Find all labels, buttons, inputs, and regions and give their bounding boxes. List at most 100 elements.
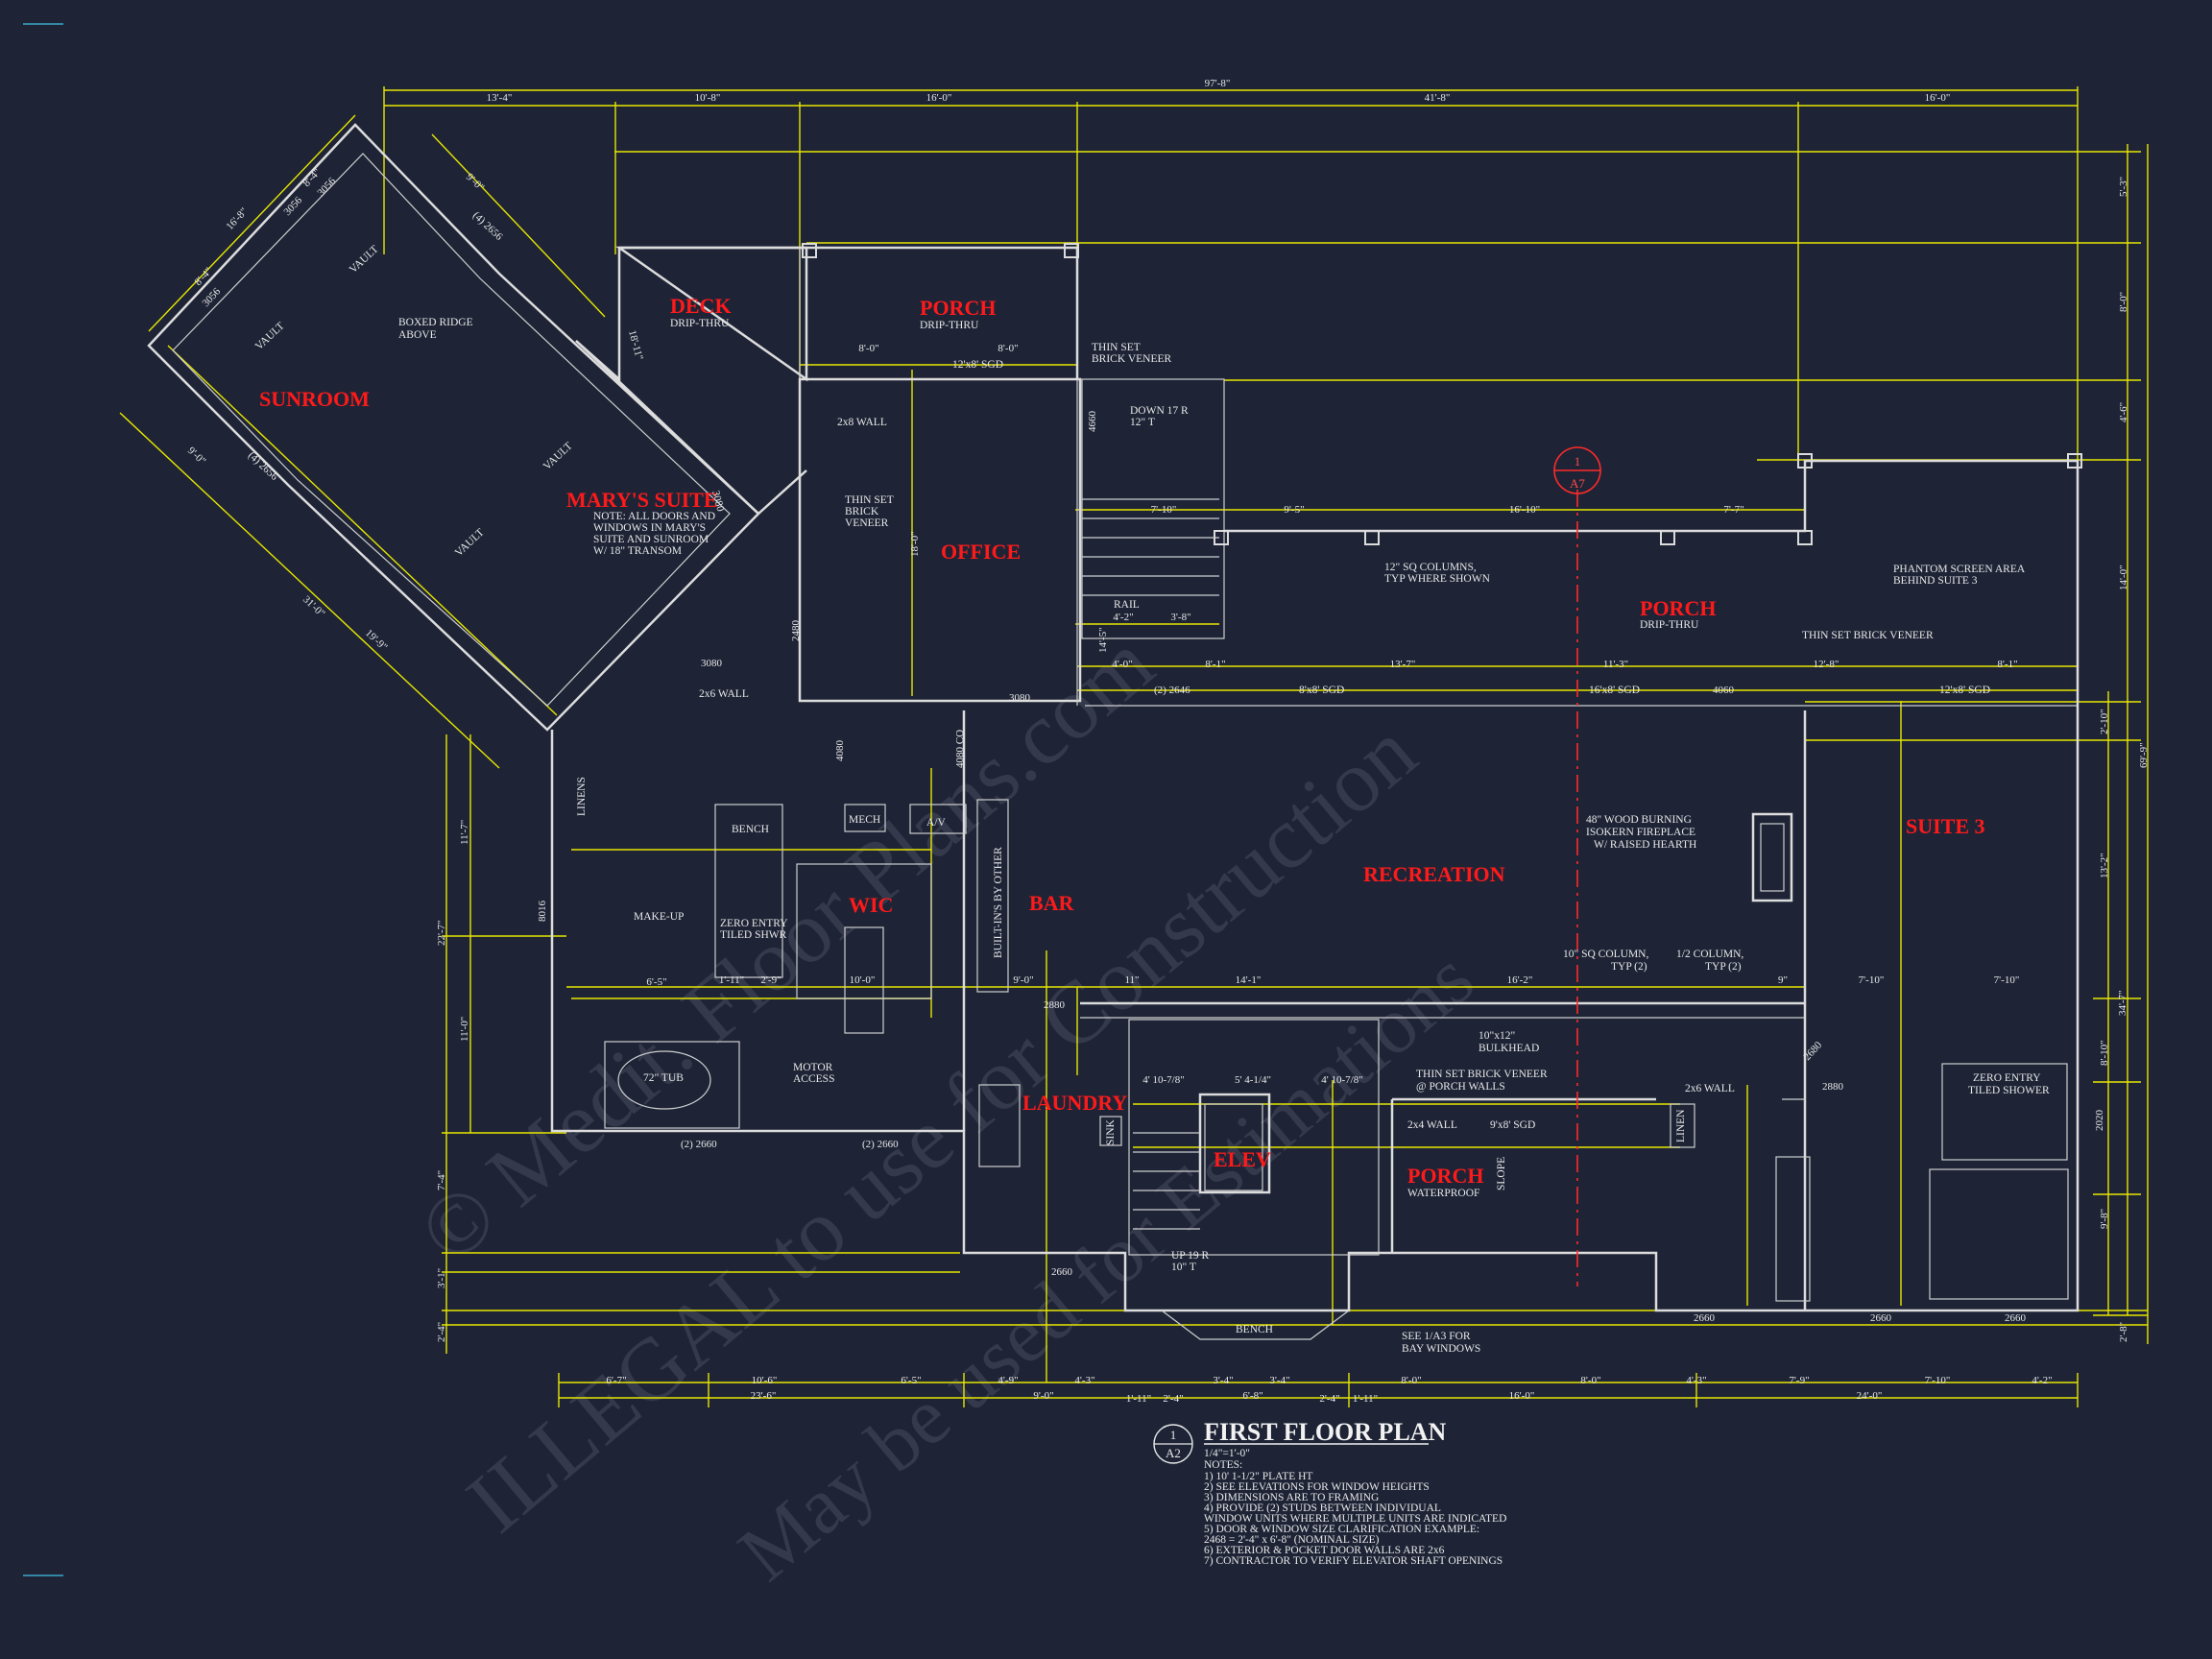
note-5: 5) DOOR & WINDOW SIZE CLARIFICATION EXAM… (1204, 1524, 1479, 1535)
room-marys-suite: MARY'S SUITE (566, 488, 718, 512)
stair-up-risers: UP 19 R (1171, 1250, 1210, 1262)
thin-set-top-1: THIN SET (1092, 342, 1141, 353)
porch-top-subtitle: DRIP-THRU (920, 320, 979, 331)
section-ref-number: 1 (1575, 454, 1581, 469)
tag-w4660: 4660 (1087, 411, 1098, 433)
dim-bottom-15: 7'-10" (1925, 1375, 1951, 1386)
column-10in-2: TYP (2) (1611, 961, 1647, 973)
dim-left-0: 11'-7" (459, 820, 470, 845)
zero-entry-shwr-1: ZERO ENTRY (720, 918, 788, 929)
dim-left-3: 7'-4" (436, 1170, 447, 1190)
dim-rec-5: 7'-10" (1994, 974, 2020, 986)
sgd-12x8-right: 12'x8' SGD (1939, 685, 1990, 696)
sgd-8x8: 8'x8' SGD (1299, 685, 1344, 696)
dim-elev-1: 5' 4-1/4" (1235, 1074, 1271, 1086)
dim-bottom-7: 3'-4" (1213, 1375, 1233, 1386)
dim-right-6: 8'-10" (2099, 1040, 2110, 1066)
tag-w2880b: 2880 (1822, 1081, 1844, 1093)
dim-right-8: 2'-8" (2118, 1322, 2129, 1342)
dim-wic-2: 2'-9" (760, 974, 781, 986)
dim-sunroom-0: 16'-8" (224, 205, 250, 232)
dim-sunroom-4: 31'-0" (301, 593, 327, 619)
stair-down-risers: DOWN 17 R (1130, 405, 1189, 417)
tag-w4080co: 4080 CO (954, 730, 966, 768)
dimension-lines (119, 86, 2149, 1407)
room-office: OFFICE (941, 540, 1021, 564)
note-4: 4) PROVIDE (2) STUDS BETWEEN INDIVIDUAL (1204, 1503, 1441, 1514)
tag-w2660e: 2660 (1870, 1312, 1892, 1324)
tag-w2646: (2) 2646 (1154, 685, 1190, 696)
dim-porch-r2-2: 13'-7" (1390, 659, 1416, 670)
dim-bottom2-0: 23'-6" (751, 1390, 777, 1402)
thin-set-top-2: BRICK VENEER (1092, 353, 1171, 365)
see-bay-2: BAY WINDOWS (1402, 1343, 1480, 1355)
marys-note-4: W/ 18" TRANSOM (593, 545, 682, 557)
dim-bottom-5: 1'-11" (1126, 1393, 1151, 1405)
tag-w2660b: (2) 2660 (862, 1139, 899, 1150)
dim-bottom-6: 2'-4" (1163, 1393, 1183, 1405)
linen-label: LINEN (1675, 1109, 1687, 1142)
dim-left-1: 22'-7" (436, 920, 447, 946)
boxed-ridge-1: BOXED RIDGE (398, 317, 473, 328)
tag-w2656: (4) 2656 (470, 209, 505, 243)
note-3: 3) DIMENSIONS ARE TO FRAMING (1204, 1492, 1379, 1503)
note-1: 1) 10' 1-1/2" PLATE HT (1204, 1471, 1312, 1482)
see-bay-1: SEE 1/A3 FOR (1402, 1331, 1471, 1342)
room-wic: WIC (849, 893, 893, 917)
tag-w3080b: 3080 (701, 658, 723, 669)
sheet-ref-sheet: A2 (1166, 1446, 1181, 1460)
note-6: 6) EXTERIOR & POCKET DOOR WALLS ARE 2x6 (1204, 1545, 1445, 1556)
dim-sunroom-5: 19'-9" (363, 627, 390, 653)
thin-brick-right: THIN SET BRICK VENEER (1802, 630, 1934, 641)
dim-sunroom-3: 9'-0" (185, 445, 208, 467)
column-half-1: 1/2 COLUMN, (1676, 949, 1743, 960)
stair-up-tread: 10" T (1171, 1262, 1196, 1273)
room-suite3: SUITE 3 (1906, 814, 1985, 838)
tag-w4060: 4060 (1713, 685, 1735, 696)
room-recreation: RECREATION (1363, 862, 1505, 886)
room-laundry: LAUNDRY (1022, 1091, 1127, 1115)
vault-3: VAULT (453, 527, 487, 560)
dim-porch-r2-0: 4'-0" (1112, 659, 1132, 670)
dim-rec-2: 16'-2" (1507, 974, 1533, 986)
dim-right-5: 13'-2" (2099, 853, 2110, 878)
dim-bottom-9: 2'-4" (1319, 1393, 1339, 1405)
bay-bench: BENCH (1236, 1324, 1273, 1335)
dim-bottom2-1: 9'-0" (1033, 1390, 1053, 1402)
dim-bottom-8: 3'-4" (1269, 1375, 1289, 1386)
dim-bottom-4: 4'-3" (1074, 1375, 1094, 1386)
fireplace-1: 48" WOOD BURNING (1586, 814, 1692, 826)
dim-right-7: 9'-8" (2099, 1209, 2110, 1229)
zero-entry-shwr-2: TILED SHWR (720, 929, 787, 941)
room-sunroom: SUNROOM (259, 387, 370, 411)
dim-wic-0: 6'-5" (646, 976, 666, 988)
wall-2x4: 2x4 WALL (1407, 1119, 1457, 1131)
tag-w8016: 8016 (537, 901, 548, 923)
dim-right-0: 5'-3" (2118, 177, 2129, 197)
column-half-2: TYP (2) (1705, 961, 1742, 973)
dim-top-4: 16'-0" (1925, 92, 1951, 104)
dim-porch-r2-4: 12'-8" (1814, 659, 1839, 670)
sgd-16x8: 16'x8' SGD (1589, 685, 1640, 696)
dim-bottom-3: 4'-9" (998, 1375, 1018, 1386)
dim-rec-3: 9" (1778, 974, 1788, 986)
stair-down-tread: 12" T (1130, 417, 1155, 428)
dim-right-4: 2'-10" (2099, 709, 2110, 734)
dim-porch-r2-5: 8'-1" (1997, 659, 2017, 670)
dim-porch-top-1: 8'-0" (998, 343, 1018, 354)
dim-top-3: 41'-8" (1425, 92, 1451, 104)
dim-stair-2: 14'-5" (1097, 627, 1109, 653)
linens-label: LINENS (576, 777, 588, 816)
wall-2x6-a: 2x6 WALL (699, 688, 749, 700)
dim-bottom2-4: 24'-0" (1857, 1390, 1883, 1402)
dim-top-1: 10'-8" (695, 92, 721, 104)
note-2: 2) SEE ELEVATIONS FOR WINDOW HEIGHTS (1204, 1481, 1430, 1493)
marys-note-1: NOTE: ALL DOORS AND (593, 511, 715, 522)
thin-set-mid-3: VENEER (845, 517, 889, 529)
dim-top-0: 13'-4" (487, 92, 513, 104)
vault-4: VAULT (348, 244, 381, 276)
sq-columns-2: TYP WHERE SHOWN (1384, 573, 1491, 585)
dim-sunroom-6: 9'-0" (464, 171, 487, 193)
sgd-12x8-top: 12'x8' SGD (952, 359, 1003, 371)
